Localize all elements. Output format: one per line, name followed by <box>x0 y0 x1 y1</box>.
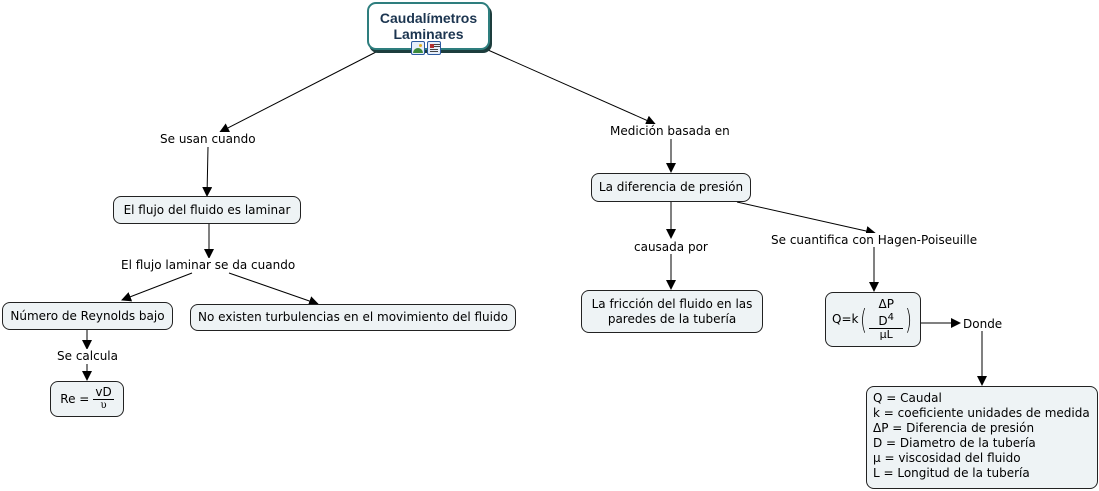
link-root-to-se-usan <box>219 51 377 133</box>
legend-item: μ = viscosidad del fluido <box>873 451 1021 465</box>
link-label-medicion-basada-en: Medición basada en <box>609 124 731 138</box>
eq-numerator: vD <box>93 385 114 400</box>
eq-denominator: μL <box>879 328 893 341</box>
left-paren: ( <box>860 302 868 336</box>
node-variable-legend[interactable]: Q = Caudal k = coeficiente unidades de m… <box>866 386 1098 489</box>
eq-numerator-text: ΔP D <box>878 297 894 328</box>
node-reynolds-bajo[interactable]: Número de Reynolds bajo <box>2 302 173 330</box>
link-root-to-medicion <box>487 49 656 125</box>
legend-item: Q = Caudal <box>873 391 942 405</box>
legend-item: ΔP = Diferencia de presión <box>873 421 1035 435</box>
link-label-donde: Donde <box>962 317 1004 331</box>
node-text: Número de Reynolds bajo <box>10 308 165 323</box>
link-label-to-turbulencias <box>228 272 319 306</box>
node-text: La diferencia de presión <box>598 180 744 194</box>
link-label-causada-por: causada por <box>633 240 709 254</box>
link-label-to-reynolds <box>121 272 193 302</box>
eq-exponent: 4 <box>887 312 895 323</box>
document-resource-icon[interactable] <box>427 41 441 55</box>
node-reynolds-equation[interactable]: Re = vD υ <box>50 381 124 417</box>
link-label-se-cuantifica: Se cuantifica con Hagen-Poiseuille <box>770 233 979 247</box>
right-paren: ) <box>905 302 912 336</box>
eq-lhs: Re = <box>60 391 90 406</box>
root-title-line2: Laminares <box>393 26 464 42</box>
eq-fraction: ΔP D4 μL <box>869 297 904 341</box>
eq-numerator: ΔP D4 <box>869 297 904 329</box>
node-diferencia-presion[interactable]: La diferencia de presión <box>591 173 751 202</box>
legend-item: D = Diametro de la tubería <box>873 436 1036 450</box>
node-text: No existen turbulencias en el movimiento… <box>198 310 508 324</box>
eq-denominator: υ <box>100 400 107 411</box>
legend-item: k = coeficiente unidades de medida <box>873 406 1090 420</box>
node-flujo-laminar[interactable]: El flujo del fluido es laminar <box>113 196 301 224</box>
link-label-se-calcula: Se calcula <box>56 349 119 363</box>
link-se-usan-to-flujo <box>202 146 213 197</box>
link-label-se-usan-cuando: Se usan cuando <box>159 132 257 146</box>
root-title-line1: Caudalímetros <box>379 10 478 26</box>
node-text-line1: La fricción del fluido en las <box>591 296 753 311</box>
eq-lhs: Q=k <box>832 312 859 326</box>
node-text-line2: paredes de la tubería <box>607 311 737 326</box>
eq-fraction: vD υ <box>93 385 114 412</box>
node-hagen-poiseuille-equation[interactable]: Q=k ( ΔP D4 μL ) <box>825 292 921 347</box>
legend-item: L = Longitud de la tubería <box>873 466 1030 480</box>
node-no-turbulencias[interactable]: No existen turbulencias en el movimiento… <box>190 304 516 331</box>
node-friccion-fluido[interactable]: La fricción del fluido en las paredes de… <box>581 290 763 333</box>
node-text: El flujo del fluido es laminar <box>123 202 291 217</box>
image-resource-icon[interactable] <box>411 41 425 55</box>
root-resource-icons <box>411 41 441 55</box>
link-label-flujo-laminar-se-da: El flujo laminar se da cuando <box>120 258 297 272</box>
link-diferencia-to-cuantifica <box>736 201 876 236</box>
